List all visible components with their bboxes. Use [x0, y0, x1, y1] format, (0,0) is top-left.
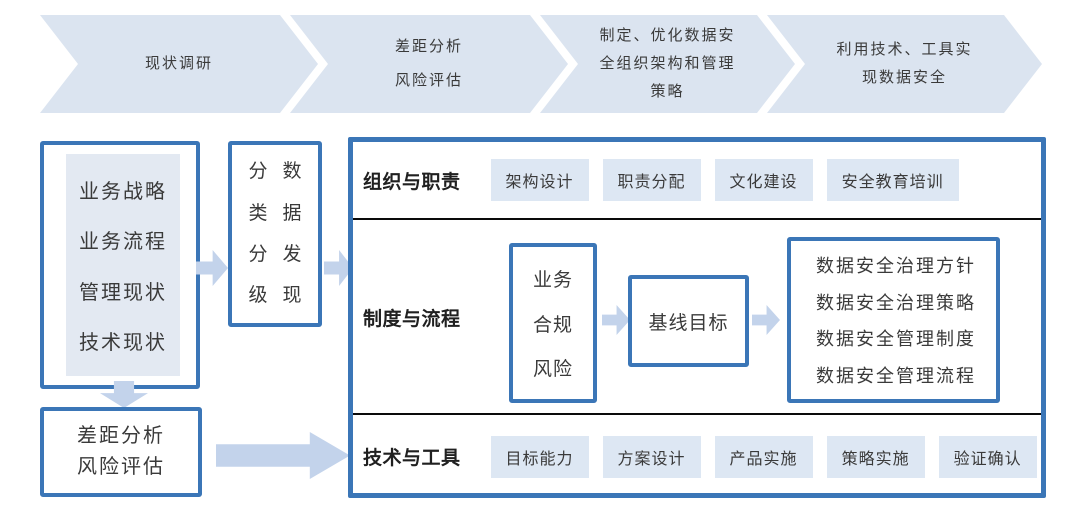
data-classification-box: 分类分级 数据发现 — [228, 141, 322, 327]
baseline-target-label: 基线目标 — [648, 312, 729, 334]
current-state-item-2: 业务流程 — [79, 231, 167, 254]
process-step-1-label: 现状调研 — [144, 54, 213, 72]
arrow-right-icon — [752, 305, 780, 335]
current-state-item-4: 技术现状 — [79, 331, 167, 354]
process-step-3-label-line2: 全组织架构和管理 — [599, 55, 736, 73]
org-chip-security-education: 安全教育培训 — [826, 159, 959, 201]
process-step-2-label-line1: 差距分析 — [394, 37, 463, 55]
row-divider — [353, 413, 1041, 415]
org-chip-culture-building: 文化建设 — [714, 159, 813, 201]
source-item-risk: 风险 — [532, 359, 573, 381]
tech-chip-policy-implementation: 策略实施 — [826, 435, 925, 478]
process-step-3-label-line1: 制定、优化数据安 — [599, 27, 736, 45]
gap-analysis-box: 差距分析 风险评估 — [40, 407, 202, 497]
baseline-target-box: 基线目标 — [628, 275, 749, 367]
source-item-business: 业务 — [532, 269, 573, 291]
gap-analysis-line2: 风险评估 — [77, 456, 165, 478]
policy-documents-box: 数据安全治理方针 数据安全治理策略 数据安全管理制度 数据安全管理流程 — [787, 237, 1000, 403]
policy-doc-3: 数据安全管理制度 — [816, 329, 976, 350]
classification-column-1: 分类分级 — [248, 161, 268, 307]
process-step-3-chevron: 制定、优化数据安 全组织架构和管理 策略 — [540, 15, 795, 113]
organization-row-label: 组织与职责 — [363, 171, 461, 193]
process-step-2-chevron: 差距分析 风险评估 — [290, 15, 568, 113]
current-state-item-1: 业务战略 — [79, 181, 167, 204]
process-step-4-label-line1: 利用技术、工具实 — [836, 41, 973, 59]
current-state-item-3: 管理现状 — [79, 281, 167, 304]
policy-doc-1: 数据安全治理方针 — [816, 255, 976, 276]
arrow-right-long-icon — [216, 432, 350, 479]
source-item-compliance: 合规 — [532, 314, 573, 336]
row-divider — [353, 218, 1041, 220]
technology-row-label: 技术与工具 — [363, 448, 461, 469]
current-state-panel: 业务战略 业务流程 管理现状 技术现状 — [66, 154, 180, 376]
tech-chip-solution-design: 方案设计 — [602, 435, 701, 478]
policy-doc-2: 数据安全治理策略 — [816, 292, 976, 313]
classification-column-2: 数据发现 — [282, 161, 302, 307]
org-chip-architecture-design: 架构设计 — [490, 159, 589, 201]
process-step-4-label-line2: 现数据安全 — [861, 69, 947, 86]
business-compliance-risk-box: 业务 合规 风险 — [509, 243, 597, 403]
arrow-right-icon — [196, 250, 228, 286]
tech-chip-verification: 验证确认 — [938, 435, 1037, 478]
arrow-right-icon — [602, 305, 630, 335]
process-step-4-chevron: 利用技术、工具实 现数据安全 — [767, 15, 1042, 113]
org-chip-responsibility-allocation: 职责分配 — [602, 159, 701, 201]
policy-row-label: 制度与流程 — [363, 309, 461, 330]
policy-doc-4: 数据安全管理流程 — [816, 366, 976, 387]
process-step-3-label-line3: 策略 — [650, 82, 685, 100]
tech-chip-product-implementation: 产品实施 — [714, 435, 813, 478]
tech-chip-target-capability: 目标能力 — [490, 435, 589, 478]
organization-row: 组织与职责 架构设计 职责分配 文化建设 安全教育培训 — [353, 142, 1041, 218]
governance-panel: 组织与职责 架构设计 职责分配 文化建设 安全教育培训 制度与流程 业务 合规 … — [348, 137, 1046, 498]
technology-row: 技术与工具 目标能力 方案设计 产品实施 策略实施 验证确认 — [353, 415, 1041, 498]
process-step-2-label-line2: 风险评估 — [394, 72, 463, 89]
gap-analysis-line1: 差距分析 — [77, 425, 165, 447]
process-step-1-chevron: 现状调研 — [40, 15, 318, 113]
current-state-box: 业务战略 业务流程 管理现状 技术现状 — [40, 141, 200, 389]
